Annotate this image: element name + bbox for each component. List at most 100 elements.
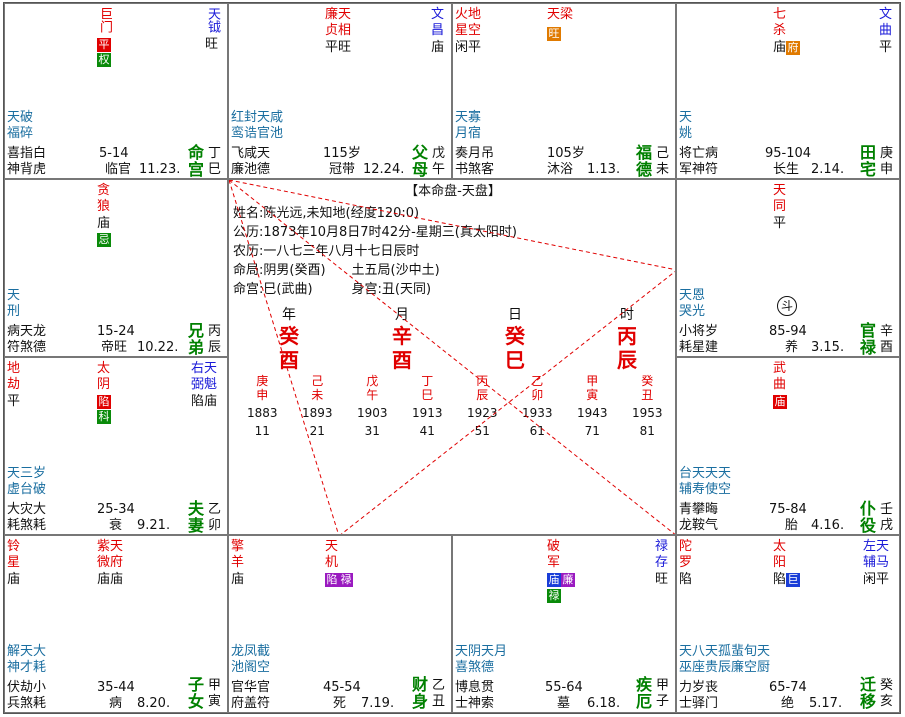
minor-stars: 红封天咸 鸾诰官池 (231, 110, 284, 141)
palace-wu[interactable]: 廉天贞相 平旺 文昌 庙 红封天咸 鸾诰官池 飞咸天 廉池德 115岁 冠带 1… (228, 3, 452, 179)
spirit-line2: 士驿门 (679, 696, 719, 711)
palace-wei[interactable]: 火地星空 闲平 天梁 旺 天寡 月宿 奏月吊 书煞客 105岁 沐浴 1.13.… (452, 3, 676, 179)
palace-si[interactable]: 巨门 平权 天钺 旺 天破 福碎 喜指白 神背虎 5-14 临官 11.23. … (4, 3, 228, 179)
star-wen-chang: 文昌 (431, 7, 445, 38)
ziwei-chart: 巨门 平权 天钺 旺 天破 福碎 喜指白 神背虎 5-14 临官 11.23. … (3, 2, 901, 714)
range: 35-44 (97, 680, 135, 695)
range: 95-104 (765, 146, 812, 161)
stage: 墓 (557, 696, 571, 711)
ganzhi: 乙卯 (208, 502, 222, 533)
pillar-year: 年癸酉 (279, 307, 299, 372)
palace-shen[interactable]: 七杀 庙府 文曲 平 天 姚 将亡病 军神符 95-104 长生 2.14. 田… (676, 3, 900, 179)
age: 11.23. (139, 162, 181, 177)
minor-stars: 天寡 月宿 (455, 110, 482, 141)
stage: 绝 (781, 696, 795, 711)
star-tag: 旺 (547, 27, 561, 41)
star-brightness: 旺 (205, 37, 219, 52)
spirit-line2: 兵煞耗 (7, 696, 47, 711)
star-ju-men: 巨门 (97, 7, 112, 33)
spirit-line1: 博息贯 (455, 680, 495, 695)
star-di-jie: 地劫 (7, 361, 21, 392)
age: 8.20. (137, 696, 171, 711)
ganzhi: 戊午 (432, 146, 446, 177)
spirit-line1: 伏劫小 (7, 680, 47, 695)
star-tian-tong: 天同 (773, 183, 787, 214)
age: 7.19. (361, 696, 395, 711)
star-brightness: 陷庙 (191, 394, 218, 409)
age: 4.16. (811, 518, 845, 533)
ganzhi: 己未 (656, 146, 670, 177)
info-line-0: 姓名:陈光远,未知地(经度120:0) (233, 206, 420, 221)
palace-you[interactable]: 天同 平 斗 天恩 哭光 小将岁 耗星建 85-94 养 3.15. 官禄 辛酉 (676, 179, 900, 357)
ganzhi: 庚申 (880, 146, 894, 177)
range: 75-84 (769, 502, 807, 517)
spirit-line1: 力岁丧 (679, 680, 719, 695)
star-tai-yin: 太阴 (97, 361, 111, 392)
palace-mao[interactable]: 地劫 平 太阴 陷科 右天弼魁 陷庙 天三岁 虚台破 大灾大 耗煞耗 25-34… (4, 357, 228, 535)
palace-chen[interactable]: 贪狼 庙 忌 天 刑 病天龙 符煞德 15-24 帝旺 10.22. 兄弟 丙辰 (4, 179, 228, 357)
palace-name: 父母 (412, 143, 429, 179)
star-tian-liang: 天梁 (547, 7, 574, 22)
stage: 长生 (773, 162, 800, 177)
ganzhi: 丙辰 (208, 324, 222, 355)
pillar-day: 日癸巳 (505, 307, 525, 372)
palace-yin[interactable]: 铃星 庙 紫天微府 庙庙 解天大 神才耗 伏劫小 兵煞耗 35-44 病 8.2… (4, 535, 228, 713)
star-tai-yang: 太阳 (773, 539, 787, 570)
pillar-month: 月辛酉 (392, 307, 412, 372)
star-you-bi-tian-kui: 右天弼魁 (191, 361, 218, 392)
range: 5-14 (99, 146, 129, 161)
ganzhi: 丁巳 (208, 146, 222, 177)
star-lian-zhen-tian-xiang: 廉天贞相 (325, 7, 352, 38)
star-brightness: 平 (773, 216, 787, 231)
minor-stars: 天 姚 (679, 110, 693, 141)
palace-chou[interactable]: 擎羊 庙 天机 陷禄 龙凤截 池阁空 官华官 府盖符 45-54 死 7.19.… (228, 535, 452, 713)
range: 45-54 (323, 680, 361, 695)
star-brightness: 庙府 (773, 40, 801, 55)
stage: 帝旺 (101, 340, 128, 355)
palace-name: 疾厄 (636, 675, 653, 711)
age: 9.21. (137, 518, 171, 533)
palace-name: 夫妻 (188, 499, 205, 535)
star-tags: 平权 (97, 38, 111, 67)
star-brightness: 庙 (97, 216, 111, 231)
minor-stars: 天三岁 虚台破 (7, 466, 47, 497)
minor-stars: 解天大 神才耗 (7, 644, 47, 675)
spirit-line2: 军神符 (679, 162, 719, 177)
star-tan-lang: 贪狼 (97, 183, 111, 214)
minor-stars: 天八天孤蜚旬天 巫座贵辰廉空厨 (679, 644, 771, 675)
minor-stars: 天阴天月 喜煞德 (455, 644, 508, 675)
star-tag: 忌 (97, 233, 111, 247)
palace-name: 迁移 (860, 675, 877, 711)
star-ling-xing: 铃星 (7, 539, 21, 570)
spirit-line1: 病天龙 (7, 324, 47, 339)
star-brightness: 闲平 (863, 572, 890, 587)
star-brightness: 旺 (655, 572, 669, 587)
star-po-jun: 破军 (547, 539, 561, 570)
age: 3.15. (811, 340, 845, 355)
star-brightness: 庙 (231, 572, 245, 587)
minor-stars: 台天天天 辅寿使空 (679, 466, 732, 497)
palace-name: 官禄 (860, 321, 877, 357)
palace-hai[interactable]: 陀罗 陷 太阳 陷巨 左天辅马 闲平 天八天孤蜚旬天 巫座贵辰廉空厨 力岁丧 士… (676, 535, 900, 713)
info-line-3: 命局:阴男(癸酉) 土五局(沙中土) (233, 263, 440, 278)
star-tags: 陷科 (97, 395, 111, 424)
ganzhi: 壬戌 (880, 502, 894, 533)
spirit-line1: 喜指白 (7, 146, 47, 161)
minor-stars: 天 刑 (7, 288, 21, 319)
stage: 冠带 (329, 162, 356, 177)
spirit-line2: 龙鞍气 (679, 518, 719, 533)
palace-xu[interactable]: 武曲 庙 台天天天 辅寿使空 青攀晦 龙鞍气 75-84 胎 4.16. 仆役 … (676, 357, 900, 535)
star-brightness: 陷 (679, 572, 693, 587)
range: 65-74 (769, 680, 807, 695)
range: 115岁 (323, 146, 361, 161)
spirit-line2: 书煞客 (455, 162, 495, 177)
palace-zi[interactable]: 破军 庙廉 禄 禄存 旺 天阴天月 喜煞德 博息贯 士神索 55-64 墓 6.… (452, 535, 676, 713)
ganzhi: 癸亥 (880, 678, 894, 709)
stage: 养 (785, 340, 799, 355)
